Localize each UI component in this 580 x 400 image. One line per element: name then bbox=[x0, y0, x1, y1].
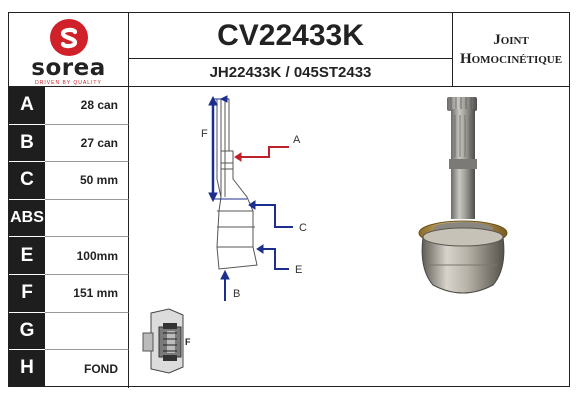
spec-row-e: E 100mm bbox=[9, 237, 129, 275]
callout-e bbox=[256, 244, 289, 270]
spec-row-g: G bbox=[9, 312, 129, 351]
spec-letter: ABS bbox=[9, 199, 45, 238]
label-e: E bbox=[295, 264, 302, 276]
callout-a bbox=[234, 146, 289, 162]
product-sheet: sorea DRIVEN BY QUALITY CV22433K JH22433… bbox=[8, 12, 570, 388]
technical-drawing: F A C E B bbox=[142, 95, 508, 374]
spec-row-abs: ABS bbox=[9, 199, 129, 238]
spec-table: A 28 can B 27 can C 50 mm ABS E 100mm F … bbox=[9, 87, 129, 388]
label-f: F bbox=[201, 128, 208, 140]
spec-row-a: A 28 can bbox=[9, 87, 129, 125]
spec-row-h: H FOND bbox=[9, 350, 129, 388]
spec-value: 50 mm bbox=[45, 162, 129, 200]
brand-name: sorea bbox=[31, 55, 106, 81]
spec-value bbox=[45, 199, 129, 238]
spec-row-f: F 151 mm bbox=[9, 274, 129, 313]
joint-outline-drawing bbox=[216, 98, 258, 270]
part-type: Joint Homocinétique bbox=[453, 13, 569, 87]
spec-letter: A bbox=[9, 87, 45, 125]
brand-emblem-icon bbox=[49, 19, 88, 56]
spec-row-b: B 27 can bbox=[9, 124, 129, 163]
spec-value: 151 mm bbox=[45, 274, 129, 313]
spec-value: 27 can bbox=[45, 124, 129, 163]
label-a: A bbox=[293, 134, 301, 146]
part-type-line1: Joint bbox=[493, 31, 529, 48]
spec-letter: G bbox=[9, 312, 45, 351]
alt-codes: JH22433K / 045ST2433 bbox=[129, 59, 453, 87]
dimension-f bbox=[208, 95, 247, 203]
label-f-small: F bbox=[185, 337, 191, 347]
spec-value: 100mm bbox=[45, 237, 129, 275]
spec-letter: F bbox=[9, 274, 45, 313]
spec-value bbox=[45, 312, 129, 351]
spec-value: FOND bbox=[45, 350, 129, 388]
callout-c bbox=[248, 200, 293, 228]
label-b: B bbox=[233, 288, 240, 300]
spec-value: 28 can bbox=[45, 87, 129, 125]
spec-letter: E bbox=[9, 237, 45, 275]
spec-letter: C bbox=[9, 162, 45, 200]
label-c: C bbox=[299, 222, 307, 234]
section-view-icon bbox=[142, 308, 184, 374]
brand-tagline: DRIVEN BY QUALITY bbox=[35, 80, 102, 86]
brand-logo: sorea DRIVEN BY QUALITY bbox=[9, 13, 129, 87]
cv-joint-photo bbox=[418, 97, 508, 294]
part-type-line2: Homocinétique bbox=[459, 50, 563, 67]
spec-letter: B bbox=[9, 124, 45, 163]
spec-letter: H bbox=[9, 350, 45, 388]
callout-b bbox=[220, 269, 230, 301]
spec-row-c: C 50 mm bbox=[9, 162, 129, 200]
part-code: CV22433K bbox=[129, 13, 453, 59]
